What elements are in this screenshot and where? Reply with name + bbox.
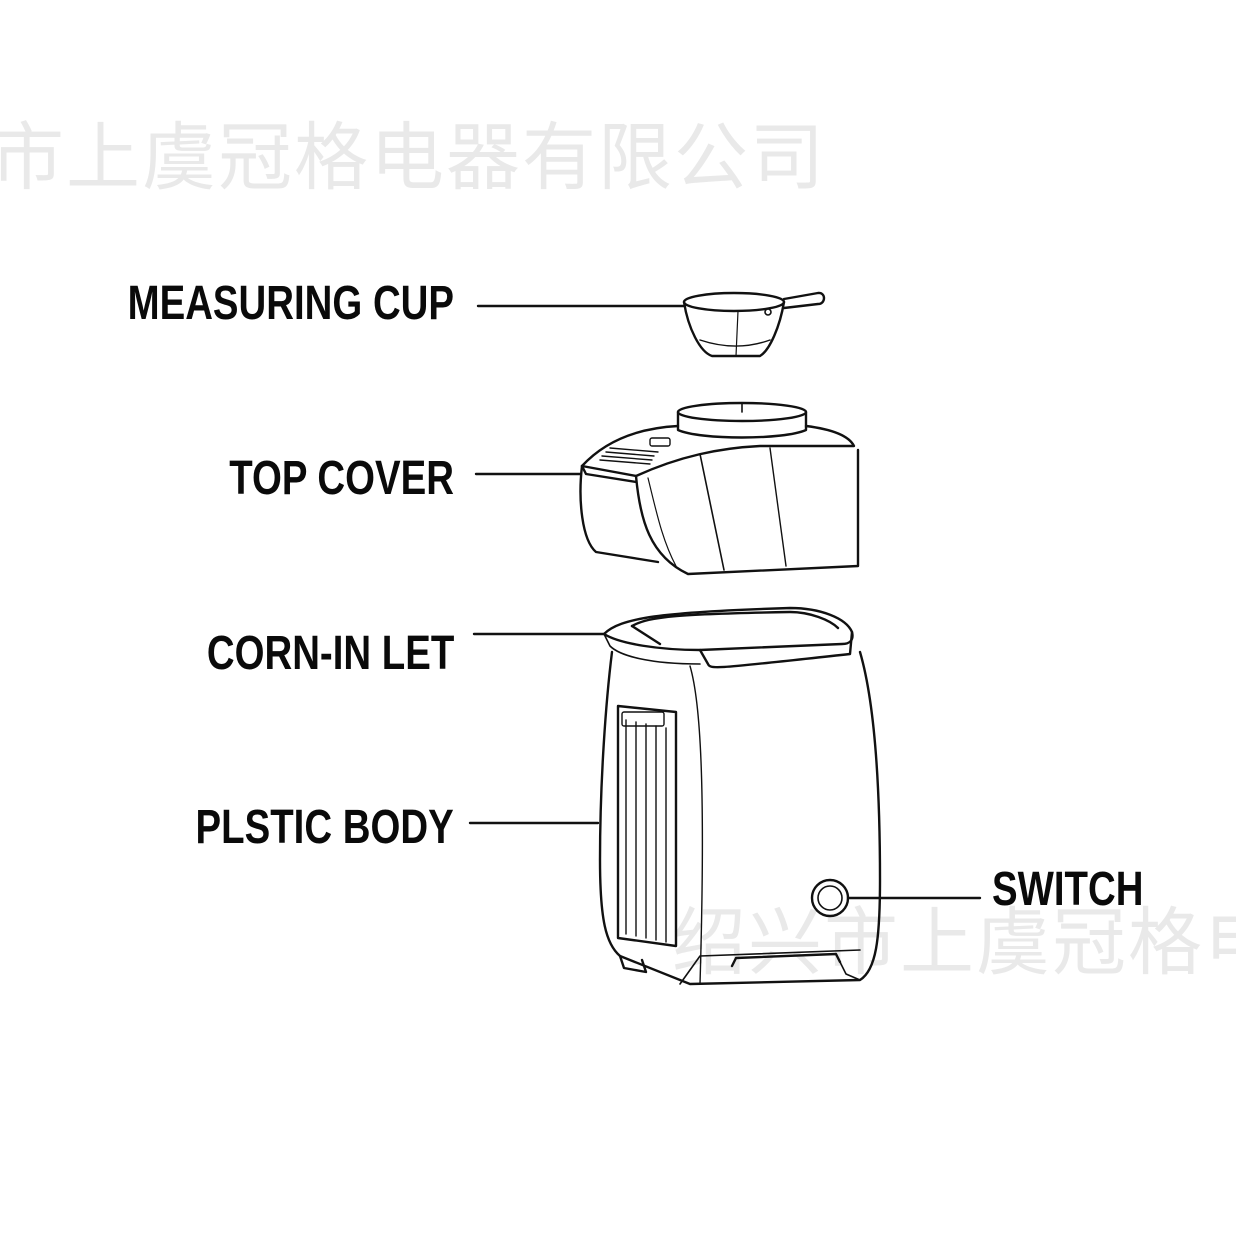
- label-plastic-body: PLSTIC BODY: [195, 801, 454, 854]
- label-switch: SWITCH: [992, 863, 1144, 916]
- watermark-bottom: 绍兴市上虞冠格电: [672, 900, 1236, 986]
- watermark-top: 市上虞冠格电器有限公司: [0, 115, 826, 201]
- switch-knob: [810, 878, 850, 918]
- corn-inlet-drawing: [602, 606, 854, 669]
- label-corn-inlet: CORN-IN LET: [206, 627, 454, 680]
- label-top-cover: TOP COVER: [229, 452, 454, 505]
- top-cover-drawing: [579, 401, 860, 576]
- measuring-cup-drawing: [682, 291, 826, 358]
- label-measuring-cup: MEASURING CUP: [127, 277, 454, 330]
- plastic-body-drawing: [598, 650, 882, 986]
